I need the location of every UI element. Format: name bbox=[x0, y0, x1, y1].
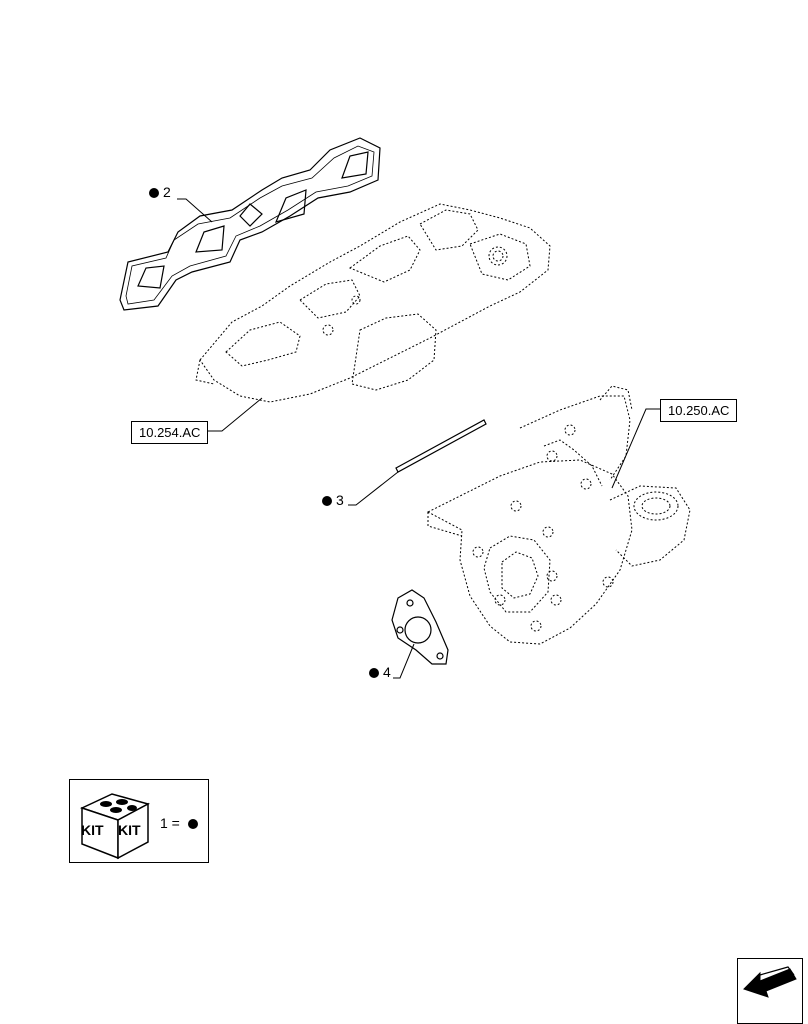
turbocharger-reference-link[interactable]: 10.250.AC bbox=[660, 399, 738, 422]
exhaust-manifold-reference-link[interactable]: 10.254.AC bbox=[131, 421, 209, 444]
callout-4: 4 bbox=[369, 664, 391, 680]
exhaust-manifold bbox=[195, 203, 551, 403]
kit-box-icon bbox=[79, 793, 151, 860]
tube bbox=[395, 419, 487, 473]
callout-3: 3 bbox=[322, 492, 344, 508]
kit-marker-dot bbox=[149, 188, 159, 198]
kit-marker-dot bbox=[369, 668, 379, 678]
turbocharger bbox=[426, 385, 691, 645]
kit-marker-dot bbox=[322, 496, 332, 506]
arrow-left-icon bbox=[743, 966, 797, 998]
leader-lines bbox=[177, 198, 660, 679]
callout-2: 2 bbox=[149, 184, 171, 200]
callout-number: 2 bbox=[163, 184, 171, 200]
turbo-gasket bbox=[391, 589, 449, 665]
navigation-back-button[interactable] bbox=[737, 958, 803, 1024]
kit-legend-text: 1 = bbox=[160, 815, 198, 831]
exploded-parts-diagram bbox=[119, 137, 691, 679]
callout-number: 3 bbox=[336, 492, 344, 508]
callout-number: 4 bbox=[383, 664, 391, 680]
manifold-gasket bbox=[119, 137, 381, 311]
kit-label-left: KIT bbox=[81, 822, 104, 838]
kit-equation: 1 = bbox=[160, 815, 180, 831]
kit-label-right: KIT bbox=[118, 822, 141, 838]
kit-marker-dot bbox=[187, 819, 198, 829]
kit-legend-box: KIT KIT 1 = bbox=[69, 779, 209, 863]
